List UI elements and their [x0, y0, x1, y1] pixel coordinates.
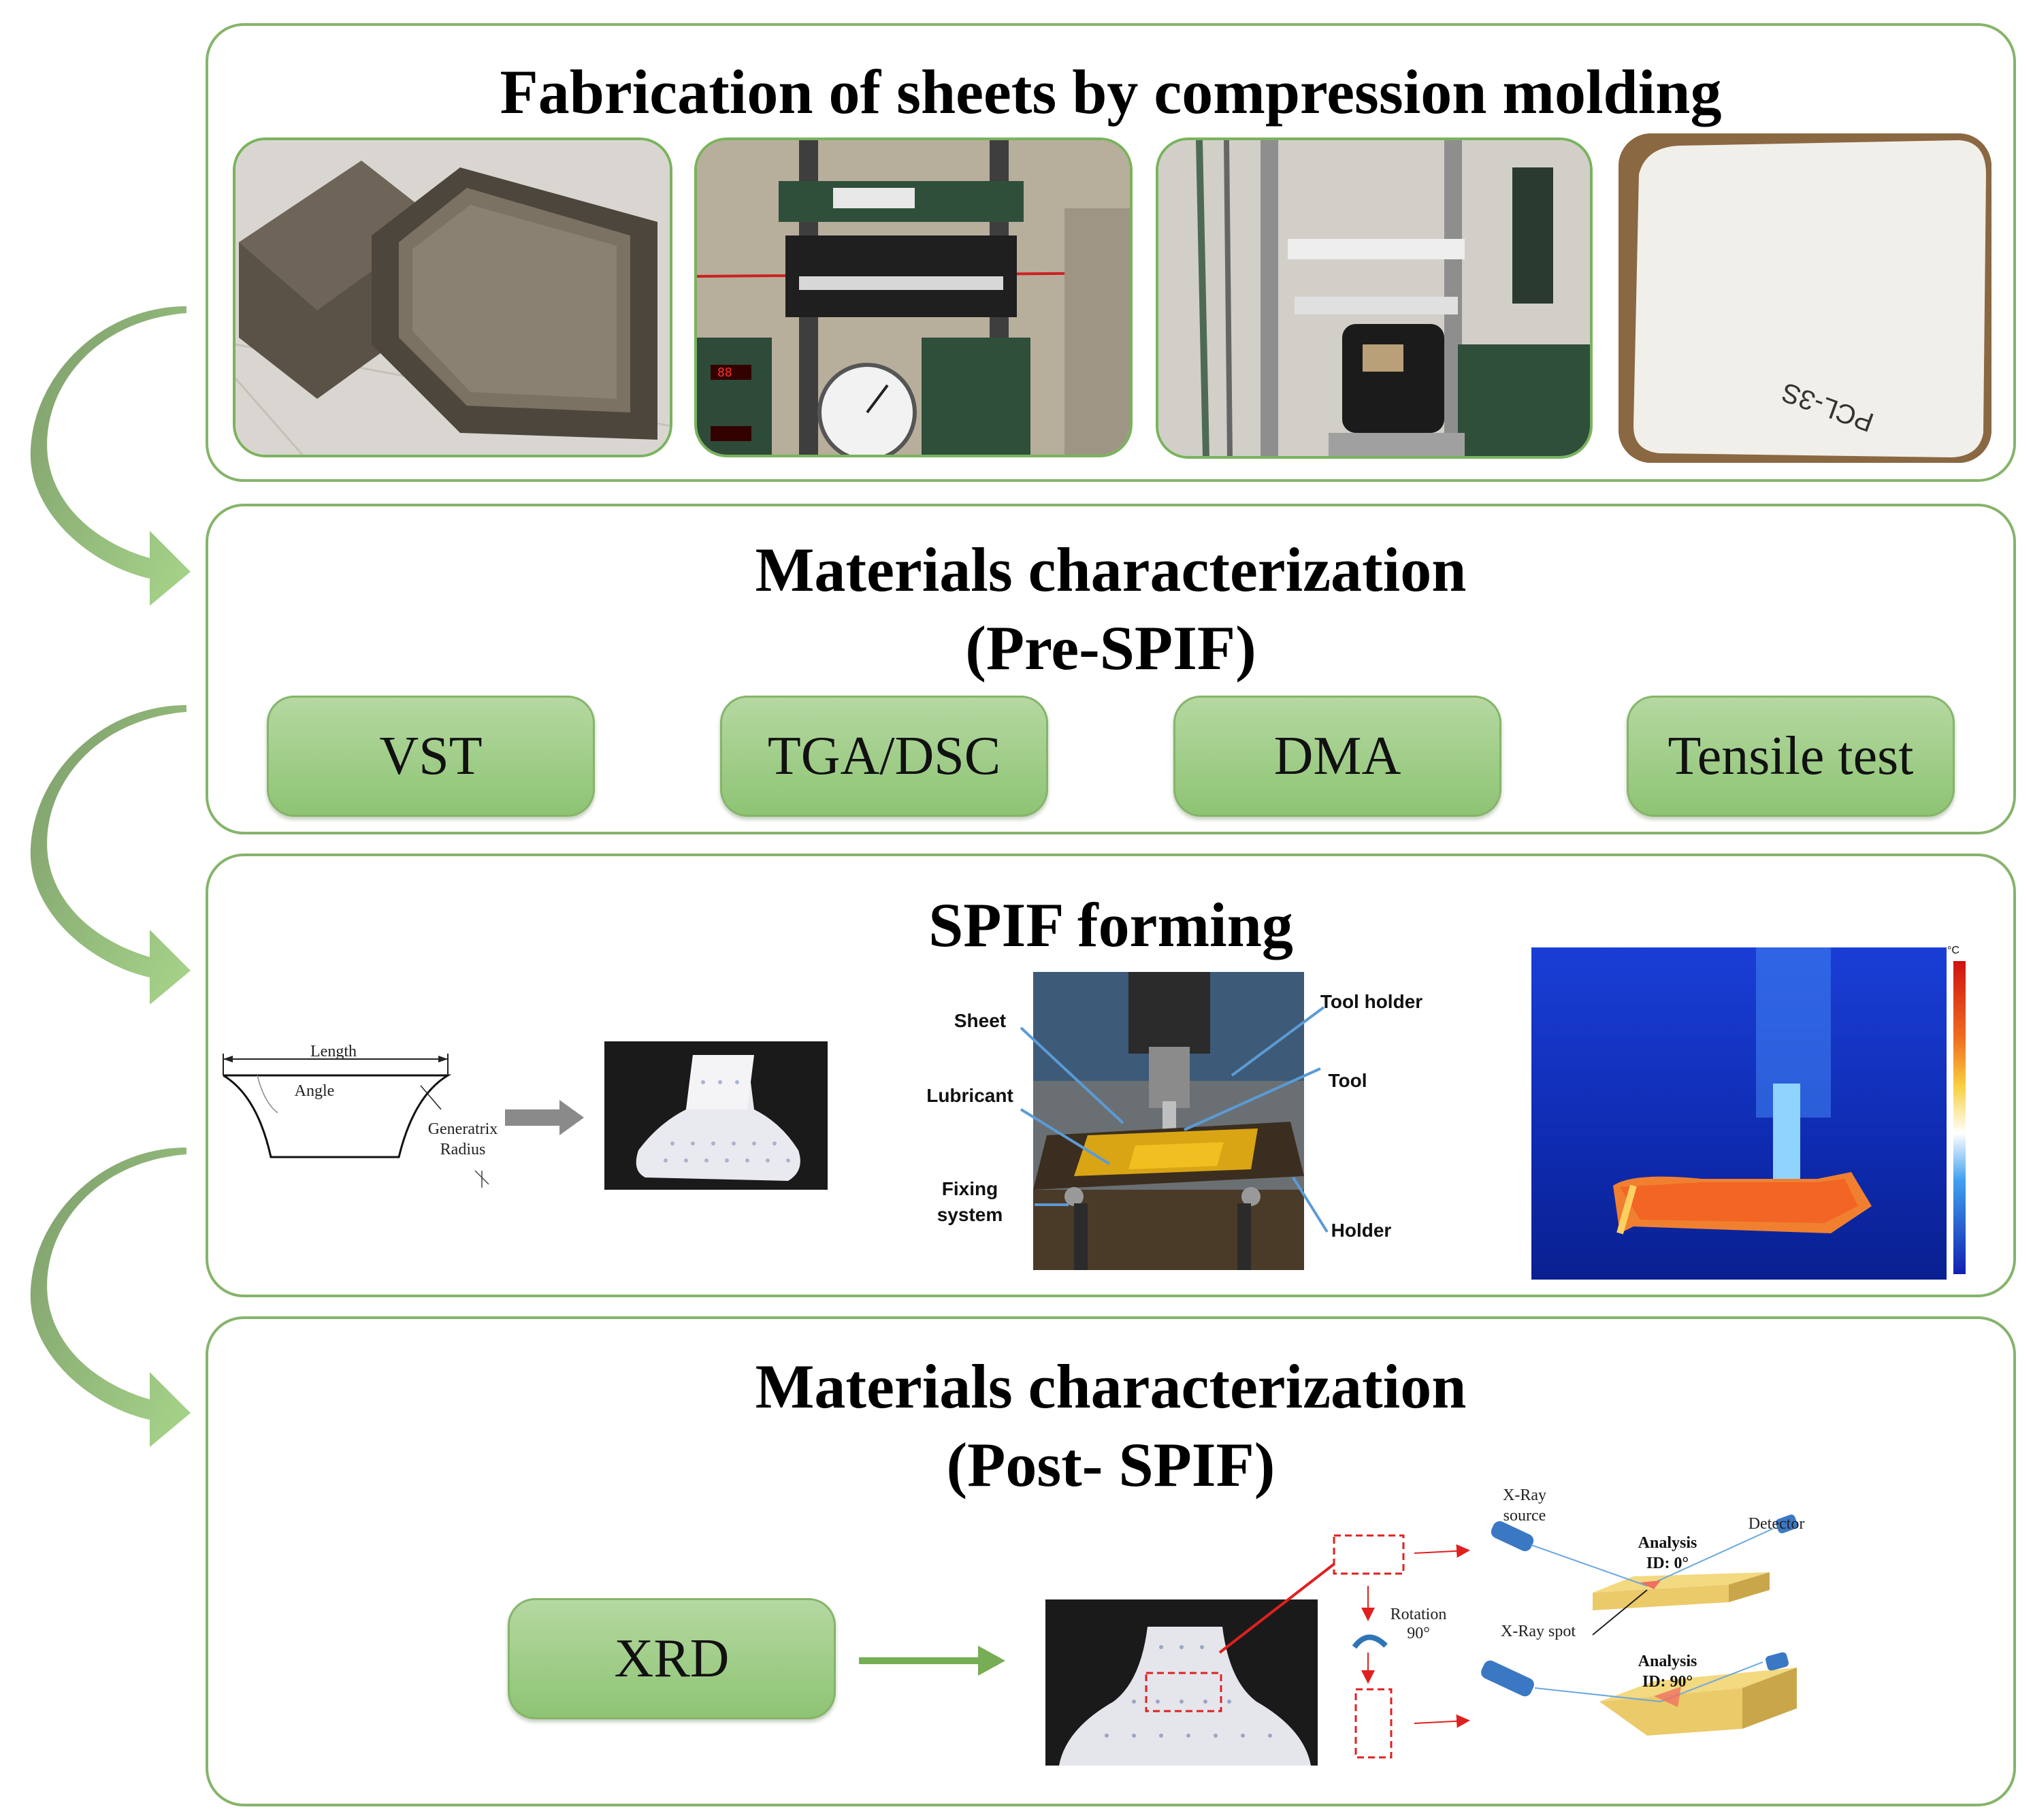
label-tool-holder: Tool holder: [1320, 991, 1423, 1012]
photo-formed-part: [604, 1041, 828, 1190]
thermal-scale-unit: °C: [1947, 945, 1959, 956]
photo-post-spif-part: [1045, 1599, 1318, 1766]
svg-text:88: 88: [717, 365, 732, 380]
flow-arrow-3: [30, 1148, 191, 1447]
photo-hydraulic-press: [1156, 137, 1593, 459]
label-lubricant: Lubricant: [926, 1085, 1013, 1106]
setup-pointer-lines: [1020, 1006, 1329, 1233]
xrd-schematic: [1218, 1514, 1798, 1759]
flow-arrow-2: [30, 705, 191, 1005]
geometry-sketch: [223, 1054, 489, 1188]
panel-title-pre-spif: Materials characterization (Pre-SPIF): [755, 535, 1467, 683]
label-sheet: Sheet: [954, 1010, 1007, 1031]
panel-title-fabrication: Fabrication of sheets by compression mol…: [500, 57, 1722, 127]
grey-arrow-icon: [505, 1100, 584, 1135]
photo-molds: [233, 137, 672, 457]
thermal-image: [1531, 947, 1967, 1280]
test-dma: DMA: [1173, 696, 1501, 817]
label-xray-spot: X-Ray spot: [1501, 1623, 1576, 1640]
test-tensile: Tensile test: [1627, 696, 1955, 817]
label-detector: Detector: [1748, 1515, 1805, 1533]
label-analysis-90: Analysis ID: 90°: [1638, 1653, 1697, 1691]
test-xrd: XRD: [508, 1598, 836, 1719]
panel-title-spif: SPIF forming: [928, 890, 1293, 960]
flow-arrow-1: [30, 306, 191, 606]
label-fixing-system: Fixing system: [937, 1178, 1003, 1225]
photo-press: 88: [694, 137, 1133, 457]
label-holder: Holder: [1331, 1220, 1392, 1241]
label-xray-source: X-Ray source: [1503, 1486, 1546, 1525]
test-vst: VST: [267, 696, 595, 817]
green-right-arrow-icon: [859, 1646, 1005, 1676]
label-length: Length: [310, 1043, 357, 1060]
panel-title-post-spif: Materials characterization (Post- SPIF): [755, 1352, 1467, 1499]
label-generatrix-radius: Generatrix Radius: [427, 1120, 498, 1158]
label-tool: Tool: [1328, 1070, 1367, 1091]
label-angle: Angle: [294, 1082, 335, 1100]
label-rotation: Rotation 90°: [1390, 1606, 1447, 1642]
photo-pcl-sheet: PCL-3S: [1619, 133, 1991, 463]
label-analysis-0: Analysis ID: 0°: [1638, 1534, 1697, 1572]
photo-spif-setup: [1033, 972, 1304, 1270]
test-tga-dsc: TGA/DSC: [720, 696, 1048, 817]
